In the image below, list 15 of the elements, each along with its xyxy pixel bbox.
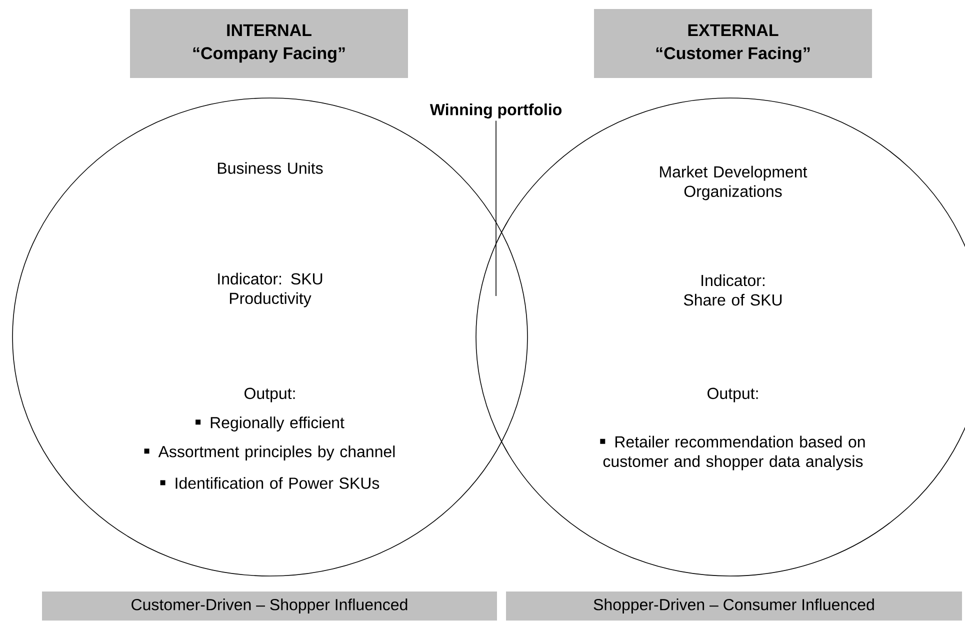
circle-text: Business Units [218, 162, 323, 174]
bullet-item: Regionally efficient [196, 416, 344, 432]
circle-text: Indicator: Share of SKU [684, 274, 782, 306]
circle-text: Indicator: SKU Productivity [218, 272, 322, 308]
bullet-item: Assortment principles by channel [144, 446, 395, 460]
overlap-label: Winning portfolio [430, 104, 562, 118]
band-label: Customer-Driven – Shopper Influenced [42, 592, 497, 620]
header-box: EXTERNAL “Customer Facing” [594, 9, 872, 78]
circle-text: Market Development Organizations [660, 166, 808, 200]
header-box: INTERNAL “Company Facing” [130, 9, 408, 78]
band-label: Shopper-Driven – Consumer Influenced [506, 592, 962, 620]
circle-text: Output: [708, 388, 758, 402]
circle-text: Output: [244, 388, 295, 402]
bullet-item: Identification of Power SKUs [160, 477, 380, 489]
bullet-item: Retailer recommendation based on customer and shopper data analysis [600, 436, 865, 470]
